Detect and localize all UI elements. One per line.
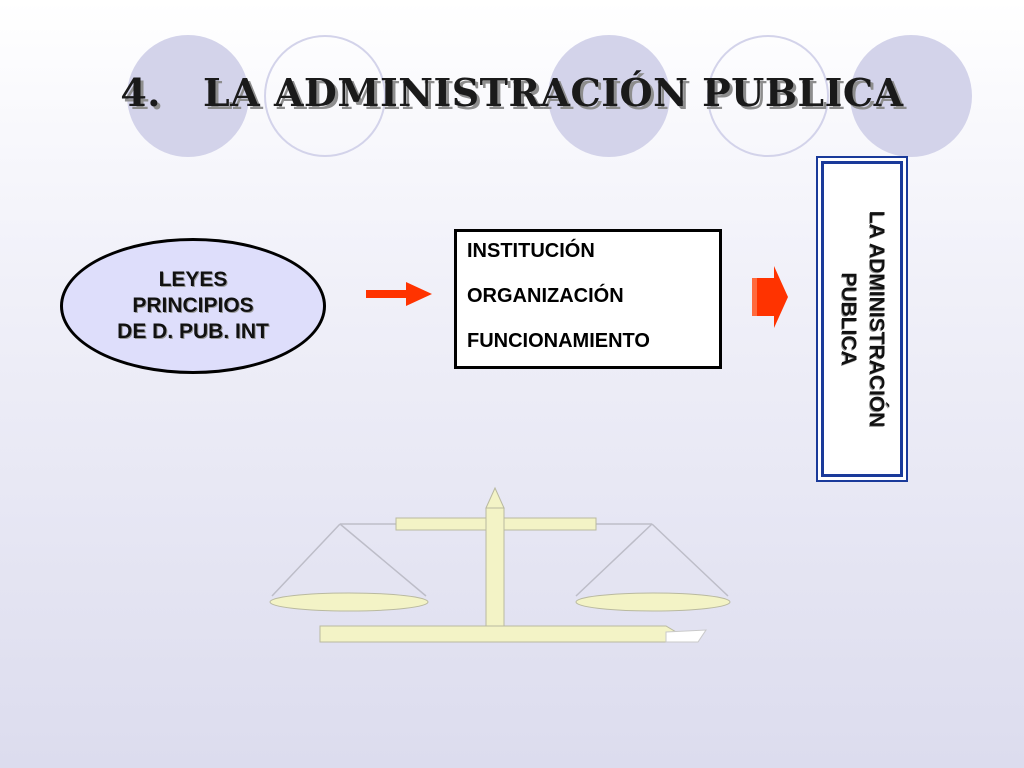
- arrow-2-highlight: [752, 278, 757, 316]
- ellipse-line-2: PRINCIPIOS: [132, 294, 254, 317]
- decor-circle-2: [264, 35, 386, 157]
- decor-circle-4: [707, 35, 829, 157]
- box-line-organizacion: ORGANIZACIÓN: [467, 285, 624, 307]
- vertical-line-1: LA ADMINISTRACIÓN: [865, 210, 888, 428]
- vertical-box-inner-border: [821, 161, 903, 477]
- balance-scale-icon: [269, 486, 731, 643]
- block-arrow-right-icon: [752, 266, 788, 328]
- scale-pan-right: [575, 592, 731, 612]
- ellipse-line-1: LEYES: [158, 268, 228, 291]
- decor-circle-5: [850, 35, 972, 157]
- title-text: LA ADMINISTRACIÓN PUBLICA: [203, 70, 904, 115]
- arrow-1-head: [406, 282, 432, 306]
- institution-box-node: INSTITUCIÓN ORGANIZACIÓN FUNCIONAMIENTO: [454, 229, 722, 369]
- scale-base: [319, 625, 677, 643]
- administration-vertical-box: LA ADMINISTRACIÓN PUBLICA: [816, 156, 908, 482]
- scale-pan-left: [269, 592, 429, 612]
- scale-strings: [271, 523, 729, 597]
- box-line-funcionamiento: FUNCIONAMIENTO: [467, 330, 650, 352]
- scale-base-shadow: [665, 629, 707, 643]
- page-title: 4. LA ADMINISTRACIÓN PUBLICA: [0, 70, 1024, 115]
- scale-post: [485, 507, 505, 633]
- title-number: 4.: [120, 70, 162, 115]
- scale-post-tip: [485, 486, 505, 509]
- arrow-2-shape: [752, 266, 788, 328]
- vertical-line-2: PUBLICA: [837, 272, 860, 366]
- box-line-institucion: INSTITUCIÓN: [467, 240, 595, 262]
- decor-circle-3: [548, 35, 670, 157]
- decor-circle-1: [127, 35, 249, 157]
- vertical-box-text: LA ADMINISTRACIÓN PUBLICA: [834, 169, 890, 469]
- laws-ellipse-node: LEYES PRINCIPIOS DE D. PUB. INT: [60, 238, 326, 374]
- arrow-right-icon: [366, 282, 432, 306]
- arrow-1-shaft: [366, 290, 410, 298]
- ellipse-line-3: DE D. PUB. INT: [117, 320, 269, 343]
